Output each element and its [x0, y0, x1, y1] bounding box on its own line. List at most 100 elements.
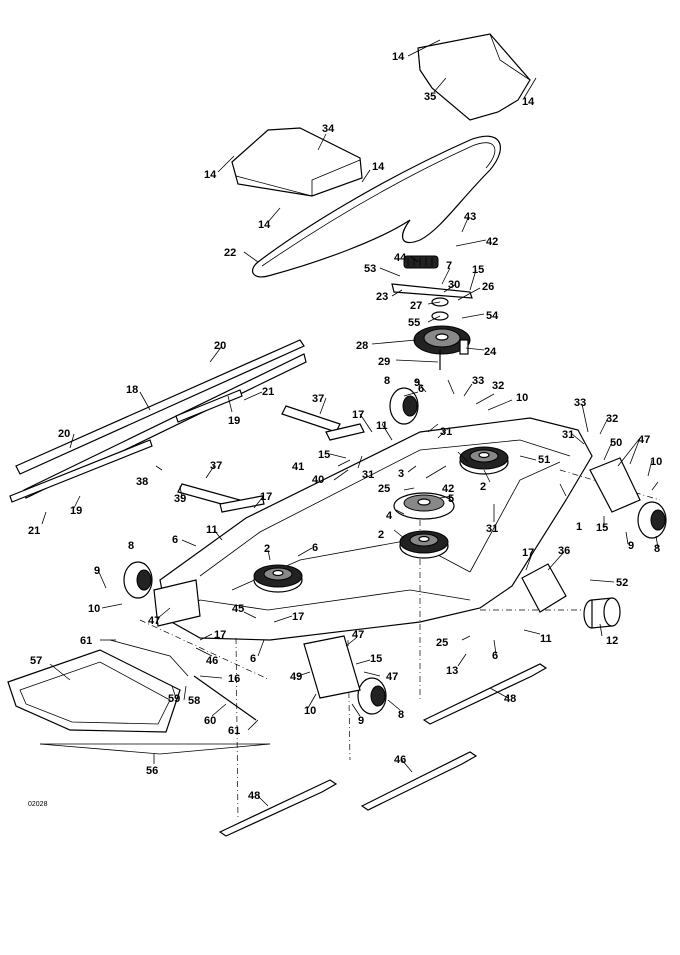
blade-48-right — [422, 663, 548, 725]
bracket-36 — [521, 563, 567, 613]
callout-12: 12 — [606, 635, 618, 647]
callout-20: 20 — [58, 428, 70, 440]
callout-38: 38 — [136, 476, 148, 488]
callout-46: 46 — [394, 754, 406, 766]
callout-42: 42 — [486, 236, 498, 248]
blade-48-center — [360, 751, 478, 811]
callout-31: 31 — [362, 469, 374, 481]
callout-44: 44 — [394, 252, 407, 264]
callout-39: 39 — [174, 493, 186, 505]
blade-48-left — [218, 779, 338, 837]
callout-8: 8 — [398, 709, 404, 721]
callout-22: 22 — [224, 247, 236, 259]
callout-31: 31 — [486, 523, 498, 535]
callout-47: 47 — [386, 671, 398, 683]
callout-58: 58 — [188, 695, 200, 707]
callout-36: 36 — [558, 545, 570, 557]
deck-pulley-left-2 — [253, 564, 303, 593]
callout-26: 26 — [482, 281, 494, 293]
idler-pulley-28 — [413, 297, 471, 370]
callout-8: 8 — [128, 540, 134, 552]
callout-51: 51 — [538, 454, 550, 466]
callout-17: 17 — [352, 409, 364, 421]
callout-7: 7 — [446, 260, 452, 272]
callout-31: 31 — [440, 426, 452, 438]
callout-60: 60 — [204, 715, 216, 727]
spindle-pulley-4-5 — [393, 492, 455, 520]
callout-15: 15 — [318, 449, 330, 461]
callout-32: 32 — [606, 413, 618, 425]
discharge-chute-57 — [7, 639, 271, 755]
gauge-wheel-8-bottom — [357, 677, 387, 715]
belt-22 — [251, 135, 501, 278]
callout-4: 4 — [386, 510, 393, 522]
callout-labels: 1 2 2 2 3 4 5 6 6 6 6 6 7 8 8 8 8 9 9 9 … — [28, 51, 662, 802]
callout-1: 1 — [576, 521, 582, 533]
callout-3: 3 — [398, 468, 404, 480]
callout-16: 16 — [228, 673, 240, 685]
callout-17: 17 — [292, 611, 304, 623]
callout-17: 17 — [522, 547, 534, 559]
gauge-wheel-8-right — [637, 501, 667, 539]
callout-59: 59 — [168, 693, 180, 705]
callout-47: 47 — [148, 615, 160, 627]
callout-15: 15 — [472, 264, 484, 276]
callout-6: 6 — [418, 383, 424, 395]
callout-45: 45 — [232, 603, 244, 615]
callout-2: 2 — [378, 529, 384, 541]
callout-33: 33 — [472, 375, 484, 387]
callout-19: 19 — [228, 415, 240, 427]
callout-47: 47 — [352, 629, 364, 641]
idler-arm-23 — [391, 255, 473, 299]
callout-35: 35 — [424, 91, 436, 103]
callout-29: 29 — [378, 356, 390, 368]
callout-61: 61 — [80, 635, 92, 647]
callout-42: 42 — [442, 483, 454, 495]
callout-24: 24 — [484, 346, 497, 358]
callout-28: 28 — [356, 340, 368, 352]
callout-49: 49 — [290, 671, 302, 683]
callout-25: 25 — [378, 483, 390, 495]
deck-pulley-center-2 — [399, 530, 449, 559]
callout-57: 57 — [30, 655, 42, 667]
callout-14: 14 — [372, 161, 385, 173]
callout-15: 15 — [370, 653, 382, 665]
callout-15: 15 — [596, 522, 608, 534]
callout-10: 10 — [304, 705, 316, 717]
callout-9: 9 — [358, 715, 364, 727]
callout-31: 31 — [562, 429, 574, 441]
callout-56: 56 — [146, 765, 158, 777]
callout-5: 5 — [448, 493, 454, 505]
callout-53: 53 — [364, 263, 376, 275]
callout-14: 14 — [522, 96, 535, 108]
callout-9: 9 — [414, 377, 420, 389]
callout-11: 11 — [206, 524, 218, 536]
callout-14: 14 — [258, 219, 271, 231]
callout-11: 11 — [376, 420, 388, 432]
belt-cover-34 — [231, 127, 363, 197]
bracket-49 — [303, 635, 361, 699]
callout-17: 17 — [260, 491, 272, 503]
callout-8: 8 — [384, 375, 390, 387]
gauge-wheel-8-left — [123, 561, 153, 599]
callout-18: 18 — [126, 384, 138, 396]
callout-61: 61 — [228, 725, 240, 737]
callout-14: 14 — [204, 169, 217, 181]
callout-6: 6 — [492, 650, 498, 662]
arm-37-lower — [177, 483, 265, 513]
bracket-47-left — [153, 579, 201, 627]
roller-12 — [583, 597, 621, 629]
callout-27: 27 — [410, 300, 422, 312]
callout-6: 6 — [172, 534, 178, 546]
baffle-strips-18-21 — [9, 339, 307, 503]
callout-40: 40 — [312, 474, 324, 486]
callout-41: 41 — [292, 461, 304, 473]
callout-34: 34 — [322, 123, 335, 135]
callout-43: 43 — [464, 211, 476, 223]
belt-cover-35 — [417, 33, 531, 121]
callout-30: 30 — [448, 279, 460, 291]
callout-54: 54 — [486, 310, 499, 322]
callout-25: 25 — [436, 637, 448, 649]
callout-47: 47 — [638, 434, 650, 446]
